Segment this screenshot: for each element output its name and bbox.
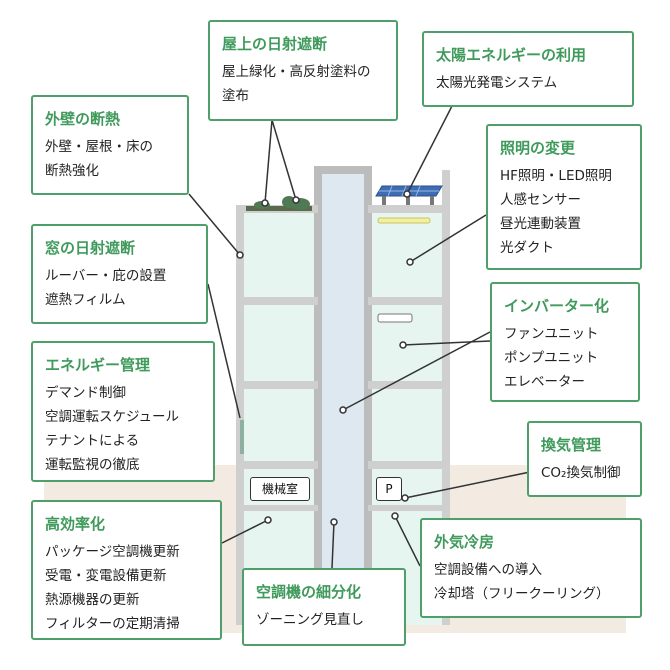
callout-title: 空調機の細分化 bbox=[256, 583, 362, 601]
machine-room-label: 機械室 bbox=[250, 477, 310, 501]
air-conditioner-icon bbox=[377, 313, 413, 323]
window-louver-icon bbox=[240, 420, 244, 454]
callout-title: 換気管理 bbox=[541, 436, 602, 454]
callout-line: 昼光連動装置 bbox=[500, 216, 581, 232]
callout-line: パッケージ空調機更新 bbox=[45, 544, 180, 560]
callout-line: 運転監視の徹底 bbox=[45, 457, 140, 473]
callout-line: 空調運転スケジュール bbox=[45, 409, 180, 425]
callout-wall-insulation: 外壁の断熱 外壁・屋根・床の 断熱強化 bbox=[31, 95, 189, 195]
callout-lighting: 照明の変更 HF照明・LED照明 人感センサー 昼光連動装置 光ダクト bbox=[486, 124, 642, 270]
callout-title: 太陽エネルギーの利用 bbox=[436, 46, 587, 64]
callout-title: インバーター化 bbox=[504, 297, 610, 315]
callout-roof-shading: 屋上の日射遮断 屋上緑化・高反射塗料の 塗布 bbox=[208, 20, 398, 121]
core-shaft bbox=[314, 166, 372, 629]
callout-ventilation: 換気管理 CO₂換気制御 bbox=[527, 421, 642, 497]
callout-title: 外気冷房 bbox=[434, 533, 495, 551]
callout-zoning: 空調機の細分化 ゾーニング見直し bbox=[242, 568, 406, 646]
callout-line: ポンプユニット bbox=[504, 350, 599, 366]
callout-title: 屋上の日射遮断 bbox=[222, 35, 328, 53]
callout-line: 空調設備への導入 bbox=[434, 562, 542, 578]
callout-line: ゾーニング見直し bbox=[256, 612, 364, 628]
callout-high-efficiency: 高効率化 パッケージ空調機更新 受電・変電設備更新 熱源機器の更新 フィルターの… bbox=[31, 500, 222, 640]
callout-line: ルーバー・庇の設置 bbox=[45, 268, 167, 284]
light-fixture-icon bbox=[377, 217, 431, 224]
callout-line: 外壁・屋根・床の bbox=[45, 139, 153, 155]
callout-energy-management: エネルギー管理 デマンド制御 空調運転スケジュール テナントによる 運転監視の徹… bbox=[31, 341, 215, 482]
rooftop-greenery bbox=[246, 196, 312, 211]
callout-line: テナントによる bbox=[45, 433, 140, 449]
callout-line: フィルターの定期清掃 bbox=[45, 616, 180, 632]
callout-solar-energy: 太陽エネルギーの利用 太陽光発電システム bbox=[422, 31, 634, 107]
callout-line: 塗布 bbox=[222, 88, 249, 104]
leader-lines bbox=[188, 105, 531, 569]
callout-line: 冷却塔（フリークーリング） bbox=[434, 586, 610, 602]
callout-line: 熱源機器の更新 bbox=[45, 592, 140, 608]
callout-line: 遮熱フィルム bbox=[45, 292, 126, 308]
callout-title: 高効率化 bbox=[45, 515, 106, 533]
callout-line: 人感センサー bbox=[500, 192, 581, 208]
callout-title: 窓の日射遮断 bbox=[45, 239, 136, 257]
callout-line: 受電・変電設備更新 bbox=[45, 568, 167, 584]
callout-inverter: インバーター化 ファンユニット ポンプユニット エレベーター bbox=[490, 282, 640, 402]
callout-line: 光ダクト bbox=[500, 240, 554, 256]
parking-label: P bbox=[376, 477, 402, 501]
callout-outdoor-cooling: 外気冷房 空調設備への導入 冷却塔（フリークーリング） bbox=[420, 518, 642, 618]
room-fill-left bbox=[242, 213, 318, 625]
callout-line: HF照明・LED照明 bbox=[500, 168, 612, 184]
leader-dots bbox=[236, 190, 414, 526]
callout-line: ファンユニット bbox=[504, 326, 599, 342]
callout-line: 屋上緑化・高反射塗料の bbox=[222, 64, 371, 80]
callout-line: CO₂換気制御 bbox=[541, 465, 621, 481]
callout-title: 外壁の断熱 bbox=[45, 110, 121, 128]
callout-window-shading: 窓の日射遮断 ルーバー・庇の設置 遮熱フィルム bbox=[31, 224, 208, 324]
callout-line: デマンド制御 bbox=[45, 385, 126, 401]
callout-line: 太陽光発電システム bbox=[436, 75, 558, 91]
callout-title: エネルギー管理 bbox=[45, 356, 151, 374]
callout-line: 断熱強化 bbox=[45, 163, 99, 179]
callout-title: 照明の変更 bbox=[500, 139, 576, 157]
callout-line: エレベーター bbox=[504, 374, 585, 390]
